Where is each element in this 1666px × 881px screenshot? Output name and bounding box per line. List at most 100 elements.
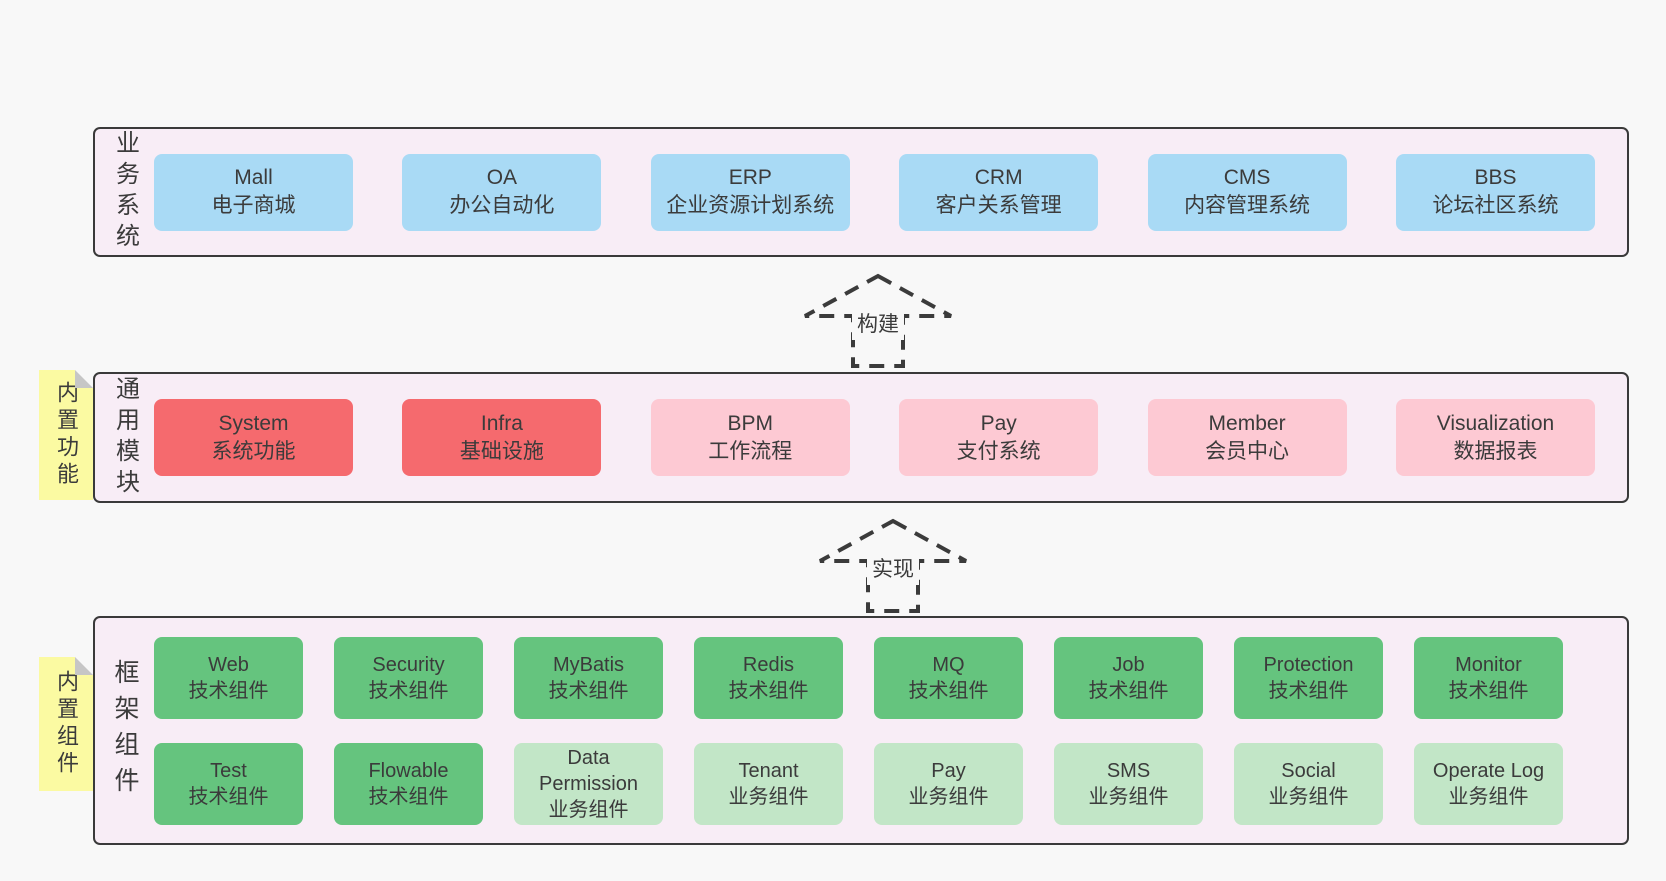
box-social-en: Social — [1281, 759, 1336, 782]
box-bbs: BBS 论坛社区系统 — [1395, 153, 1595, 231]
business-box-row: Mall 电子商城 OA 办公自动化 ERP 企业资源计划系统 CRM 客户关系… — [154, 153, 1595, 231]
implement-arrow-label: 实现 — [867, 555, 919, 585]
box-system: System 系统功能 — [154, 399, 353, 476]
box-job-zh: 技术组件 — [1088, 679, 1169, 702]
box-web-zh: 技术组件 — [188, 679, 269, 702]
box-flowable-en: Flowable — [368, 759, 449, 782]
box-sms-zh: 业务组件 — [1088, 785, 1169, 808]
box-redis: Redis 技术组件 — [694, 636, 843, 719]
box-member: Member 会员中心 — [1147, 399, 1347, 476]
build-arrow: 构建 — [797, 270, 959, 372]
box-job: Job 技术组件 — [1054, 636, 1203, 719]
note-built-in-components-label: 内置组件 — [54, 670, 79, 778]
up-arrow-icon — [819, 518, 967, 613]
box-mall-en: Mall — [234, 166, 273, 189]
box-protection: Protection 技术组件 — [1234, 636, 1383, 719]
box-visualization-zh: 数据报表 — [1453, 439, 1538, 463]
box-mq-zh: 技术组件 — [908, 679, 989, 702]
box-security-zh: 技术组件 — [368, 679, 449, 702]
box-bbs-en: BBS — [1474, 166, 1517, 189]
box-tenant-en: Tenant — [738, 759, 799, 782]
panel-components-label-wrap: 框架组件 — [95, 618, 154, 843]
box-cms: CMS 内容管理系统 — [1147, 153, 1347, 231]
box-pay-component-zh: 业务组件 — [908, 785, 989, 808]
box-tenant-zh: 业务组件 — [728, 785, 809, 808]
box-test-zh: 技术组件 — [188, 785, 269, 808]
box-redis-zh: 技术组件 — [728, 679, 809, 702]
note-built-in-functions-label: 内置功能 — [54, 381, 79, 489]
box-member-zh: 会员中心 — [1205, 439, 1290, 463]
panel-business-label-wrap: 业务系统 — [95, 129, 154, 255]
box-test: Test 技术组件 — [154, 742, 303, 825]
box-data-permission: Data Permission 业务组件 — [514, 742, 663, 825]
box-operate-log-en: Operate Log — [1432, 759, 1545, 782]
panel-modules-label: 通用模块 — [111, 375, 139, 500]
box-crm-zh: 客户关系管理 — [935, 194, 1062, 217]
box-infra: Infra 基础设施 — [402, 399, 602, 476]
box-system-en: System — [218, 411, 289, 435]
box-mq-en: MQ — [932, 653, 965, 676]
box-operate-log: Operate Log 业务组件 — [1414, 742, 1563, 825]
box-social-zh: 业务组件 — [1268, 785, 1349, 808]
box-mybatis-en: MyBatis — [552, 653, 625, 676]
box-crm: CRM 客户关系管理 — [899, 153, 1099, 231]
box-member-en: Member — [1208, 411, 1286, 435]
panel-framework-components: 框架组件 Web 技术组件 Security 技术组件 MyBatis 技术组件… — [93, 616, 1629, 845]
box-pay-module-zh: 支付系统 — [956, 439, 1041, 463]
box-pay-component-en: Pay — [931, 759, 966, 782]
box-redis-en: Redis — [742, 653, 795, 676]
box-data-permission-en: Data Permission — [539, 746, 638, 795]
box-infra-zh: 基础设施 — [459, 439, 544, 463]
box-security: Security 技术组件 — [334, 636, 483, 719]
components-row-1: Web 技术组件 Security 技术组件 MyBatis 技术组件 Redi… — [154, 636, 1563, 719]
box-test-en: Test — [210, 759, 247, 782]
box-cms-zh: 内容管理系统 — [1184, 194, 1311, 217]
box-web-en: Web — [208, 653, 249, 676]
box-flowable: Flowable 技术组件 — [334, 742, 483, 825]
box-protection-en: Protection — [1263, 653, 1354, 676]
box-cms-en: CMS — [1223, 166, 1271, 189]
box-oa-zh: 办公自动化 — [449, 194, 555, 217]
box-flowable-zh: 技术组件 — [368, 785, 449, 808]
panel-business-systems: 业务系统 Mall 电子商城 OA 办公自动化 ERP 企业资源计划系统 CRM… — [93, 127, 1629, 257]
box-system-zh: 系统功能 — [211, 439, 296, 463]
box-bpm-en: BPM — [727, 411, 774, 435]
box-pay-module: Pay 支付系统 — [899, 399, 1099, 476]
box-mall: Mall 电子商城 — [154, 153, 353, 231]
implement-arrow: 实现 — [812, 515, 974, 617]
box-pay-module-en: Pay — [980, 411, 1017, 435]
components-rows: Web 技术组件 Security 技术组件 MyBatis 技术组件 Redi… — [154, 636, 1595, 825]
box-pay-component: Pay 业务组件 — [874, 742, 1023, 825]
box-monitor-zh: 技术组件 — [1448, 679, 1529, 702]
box-infra-en: Infra — [480, 411, 523, 435]
box-erp-zh: 企业资源计划系统 — [666, 194, 835, 217]
box-erp-en: ERP — [728, 166, 772, 189]
box-data-permission-zh: 业务组件 — [548, 798, 629, 821]
box-bpm: BPM 工作流程 — [650, 399, 850, 476]
box-operate-log-zh: 业务组件 — [1448, 785, 1529, 808]
box-oa-en: OA — [486, 166, 518, 189]
modules-box-row: System 系统功能 Infra 基础设施 BPM 工作流程 Pay 支付系统… — [154, 399, 1595, 476]
box-erp: ERP 企业资源计划系统 — [650, 153, 850, 231]
box-oa: OA 办公自动化 — [402, 153, 602, 231]
box-sms-en: SMS — [1106, 759, 1151, 782]
panel-components-label: 框架组件 — [111, 658, 139, 803]
box-monitor-en: Monitor — [1455, 653, 1522, 676]
box-visualization-en: Visualization — [1436, 411, 1555, 435]
up-arrow-icon — [804, 273, 952, 368]
note-built-in-functions: 内置功能 — [39, 370, 93, 500]
box-bbs-zh: 论坛社区系统 — [1432, 194, 1559, 217]
box-bpm-zh: 工作流程 — [708, 439, 793, 463]
box-tenant: Tenant 业务组件 — [694, 742, 843, 825]
box-security-en: Security — [372, 653, 445, 676]
box-protection-zh: 技术组件 — [1268, 679, 1349, 702]
box-mybatis-zh: 技术组件 — [548, 679, 629, 702]
box-sms: SMS 业务组件 — [1054, 742, 1203, 825]
build-arrow-label: 构建 — [852, 310, 904, 340]
box-web: Web 技术组件 — [154, 636, 303, 719]
box-crm-en: CRM — [974, 166, 1023, 189]
panel-business-label: 业务系统 — [111, 130, 139, 254]
box-mall-zh: 电子商城 — [211, 194, 296, 217]
box-social: Social 业务组件 — [1234, 742, 1383, 825]
